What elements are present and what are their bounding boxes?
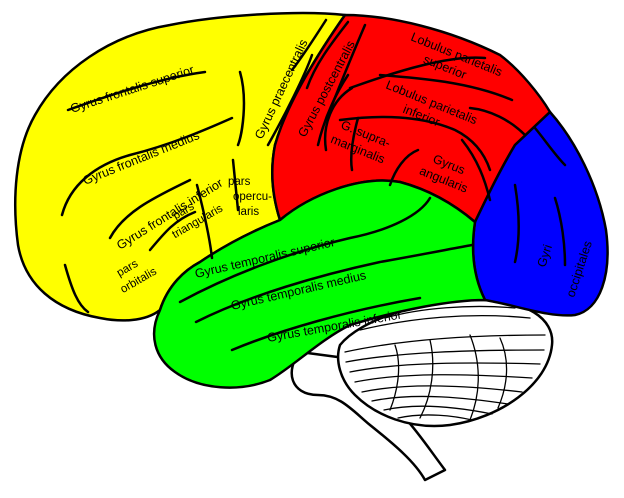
label-pars-opercularis: pars opercu- laris (228, 176, 272, 218)
cerebellum-folia (344, 305, 546, 421)
svg-text:opercu-: opercu- (233, 191, 272, 203)
temporal-lobe (152, 179, 487, 389)
cerebellum (290, 298, 554, 482)
occipital-lobe (471, 110, 609, 317)
sulci (60, 18, 567, 352)
svg-text:pars: pars (228, 176, 251, 188)
svg-text:Gyri: Gyri (535, 243, 555, 269)
svg-text:laris: laris (238, 206, 259, 218)
brainstem (290, 350, 447, 482)
